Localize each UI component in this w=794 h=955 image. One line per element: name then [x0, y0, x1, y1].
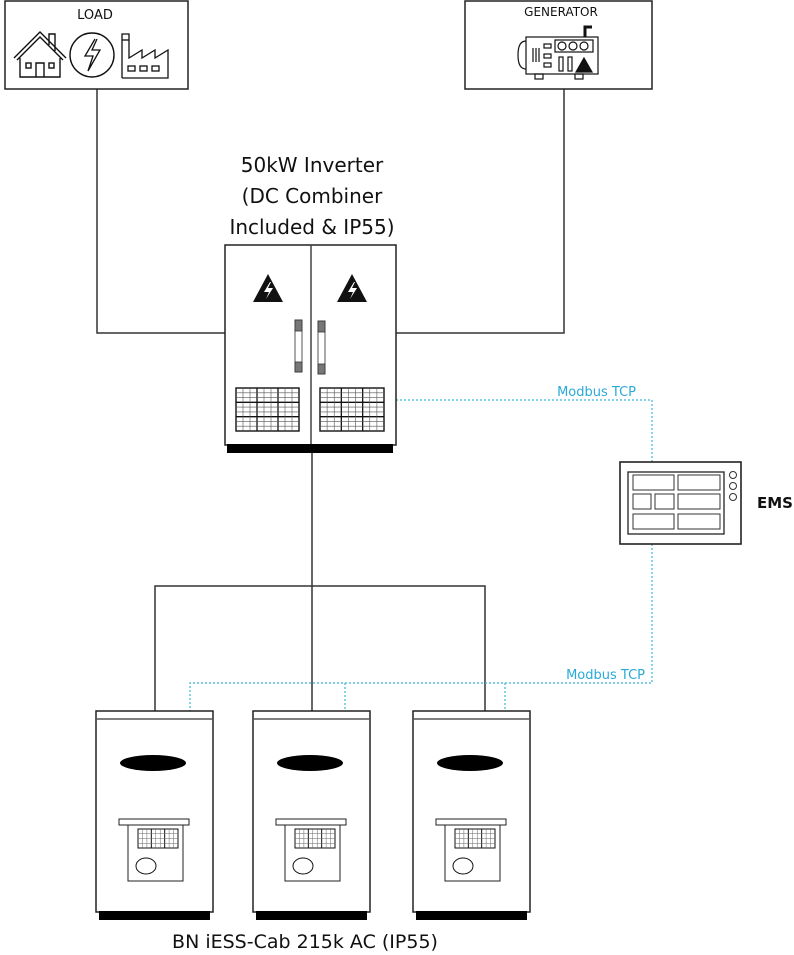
generator-label: GENERATOR — [524, 5, 598, 19]
warning-triangle-icon — [337, 274, 367, 302]
door-handle-right[interactable] — [317, 320, 326, 375]
ems-unit[interactable]: EMS — [619, 461, 793, 545]
load-box[interactable]: LOAD — [4, 0, 189, 90]
battery-cabinet-base — [256, 911, 367, 920]
battery-panel-awning — [435, 818, 507, 826]
ems-indicator-lights — [729, 471, 737, 501]
generator-to-inverter-wire — [396, 89, 565, 334]
battery-panel-vent — [137, 828, 179, 849]
battery-status-button[interactable] — [292, 857, 314, 875]
load-to-inverter-wire — [96, 89, 225, 334]
battery-status-button[interactable] — [135, 857, 157, 875]
ems-screen-tiles — [632, 474, 721, 530]
battery-cabinet-body — [252, 710, 371, 913]
battery-status-button[interactable] — [452, 857, 474, 875]
power-wires — [96, 89, 565, 711]
inverter-label-line-3: Included & IP55) — [229, 215, 394, 239]
battery-panel-awning — [275, 818, 347, 826]
modbus-links: Modbus TCP Modbus TCP — [189, 385, 653, 711]
inverter-ems-modbus-line — [396, 399, 653, 462]
door-handle-left[interactable] — [294, 319, 303, 373]
battery-cabinet-base — [416, 911, 527, 920]
modbus-label-inverter: Modbus TCP — [557, 385, 636, 400]
inverter[interactable]: 50kW Inverter (DC Combiner Included & IP… — [224, 153, 397, 453]
battery-logo-badge — [277, 755, 343, 771]
warning-triangle-icon — [253, 274, 283, 302]
ems-battery-modbus-line — [189, 544, 653, 711]
factory-icon — [121, 33, 169, 79]
battery-cabinet-body — [412, 710, 531, 913]
load-label: LOAD — [77, 8, 113, 23]
battery-panel-vent — [294, 828, 336, 849]
inverter-label-line-2: (DC Combiner — [242, 184, 383, 208]
inverter-label-line-1: 50kW Inverter — [241, 153, 384, 177]
battery-label: BN iESS-Cab 215k AC (IP55) — [172, 931, 438, 953]
battery-cabinet[interactable] — [252, 710, 371, 920]
vent-grille-left — [235, 387, 300, 432]
generator-icon — [517, 25, 599, 80]
inverter-base — [227, 444, 393, 453]
battery-cabinets — [95, 710, 531, 920]
battery-panel-awning — [118, 818, 190, 826]
modbus-label-batteries: Modbus TCP — [566, 668, 645, 683]
house-icon — [13, 31, 67, 78]
battery-cabinet[interactable] — [412, 710, 531, 920]
battery-cabinet-base — [99, 911, 210, 920]
battery-cabinet[interactable] — [95, 710, 214, 920]
battery-bus-wire — [154, 585, 486, 711]
lightning-circle-icon — [69, 32, 115, 78]
battery-logo-badge — [437, 755, 503, 771]
battery-logo-badge — [120, 755, 186, 771]
ems-label: EMS — [757, 494, 793, 512]
battery-panel-vent — [454, 828, 496, 849]
battery-cabinet-body — [95, 710, 214, 913]
vent-grille-right — [319, 387, 385, 432]
generator-box[interactable]: GENERATOR — [464, 0, 653, 90]
